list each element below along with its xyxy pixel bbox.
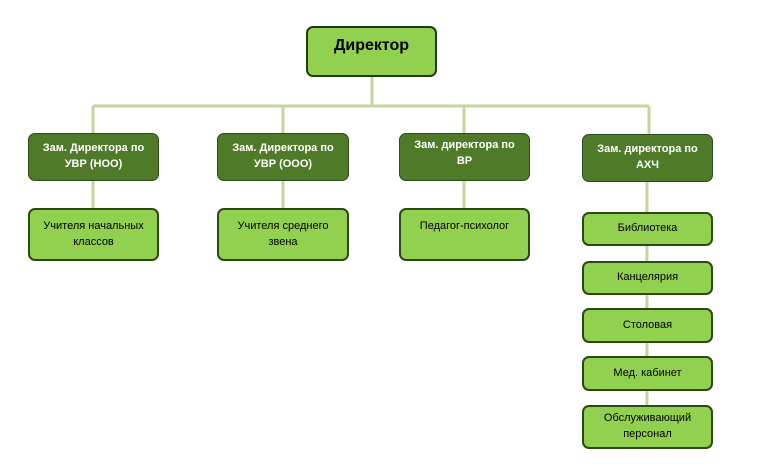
unit-library: Библиотека bbox=[582, 212, 713, 246]
deputy-uvr-ooo-label: Зам. Директора по УВР (ООО) bbox=[232, 142, 334, 170]
unit-chancellery-label: Канцелярия bbox=[616, 271, 679, 284]
unit-primary-teachers: Учителя начальных классов bbox=[28, 208, 159, 261]
deputy-ahch-box: Зам. директора по АХЧ bbox=[582, 134, 713, 182]
deputy-vr-box: Зам. директора по ВР bbox=[399, 133, 530, 181]
unit-medical-office-label: Мед. кабинет bbox=[613, 366, 682, 379]
unit-psychologist: Педагог-психолог bbox=[399, 208, 530, 261]
unit-primary-teachers-label: Учителя начальных классов bbox=[43, 219, 144, 248]
unit-chancellery: Канцелярия bbox=[582, 261, 713, 295]
unit-canteen-label: Столовая bbox=[622, 318, 673, 331]
director-label: Директор bbox=[333, 36, 410, 54]
unit-middle-teachers: Учителя среднего звена bbox=[217, 208, 349, 261]
unit-medical-office: Мед. кабинет bbox=[582, 356, 713, 391]
director-box: Директор bbox=[306, 26, 437, 77]
unit-service-staff: Обслуживающий персонал bbox=[582, 405, 713, 449]
deputy-uvr-noo-box: Зам. Директора по УВР (НОО) bbox=[28, 133, 159, 181]
unit-library-label: Библиотека bbox=[617, 222, 678, 235]
deputy-vr-label: Зам. директора по ВР bbox=[414, 139, 515, 167]
unit-psychologist-label: Педагог-психолог bbox=[419, 220, 510, 232]
unit-canteen: Столовая bbox=[582, 308, 713, 343]
deputy-ahch-label: Зам. директора по АХЧ bbox=[597, 143, 698, 171]
unit-middle-teachers-label: Учителя среднего звена bbox=[237, 219, 329, 248]
unit-service-staff-label: Обслуживающий персонал bbox=[603, 412, 692, 440]
deputy-uvr-noo-label: Зам. Директора по УВР (НОО) bbox=[42, 142, 145, 170]
deputy-uvr-ooo-box: Зам. Директора по УВР (ООО) bbox=[217, 133, 349, 181]
